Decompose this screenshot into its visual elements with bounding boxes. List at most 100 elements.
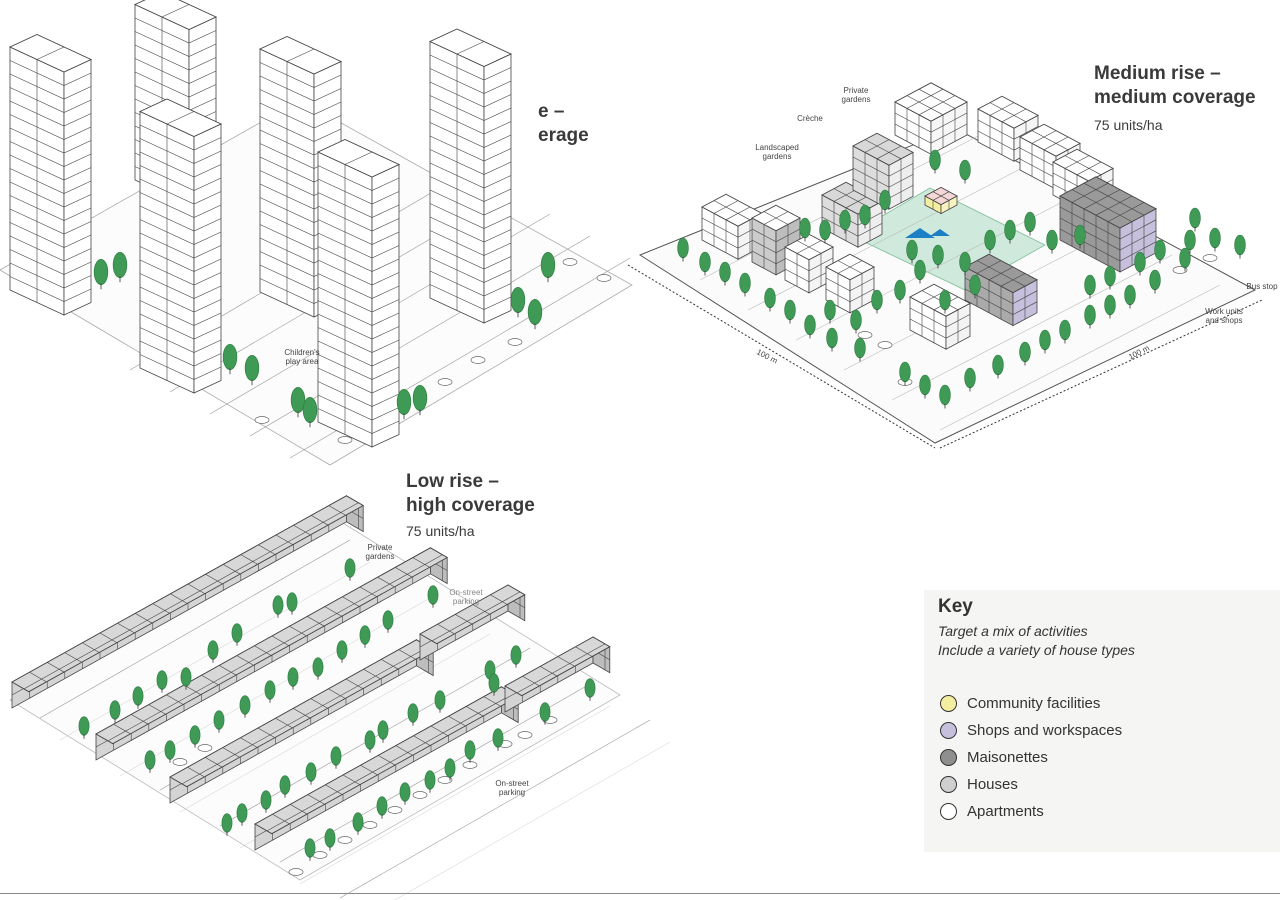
- roof-line: [796, 240, 822, 254]
- low-private-gardens-label: Private gardens: [365, 543, 395, 561]
- key-panel: Key Target a mix of activities Include a…: [924, 590, 1280, 852]
- floor-line: [134, 58, 217, 84]
- tree-icon: [1046, 229, 1058, 251]
- floor-line: [317, 367, 400, 394]
- roof-line: [1095, 195, 1133, 216]
- tree-icon: [382, 610, 394, 630]
- tree-icon: [312, 657, 324, 677]
- floor-line: [134, 17, 217, 44]
- key-item-community: Community facilities: [940, 692, 1100, 714]
- tree-icon: [1104, 265, 1116, 287]
- floor-line: [134, 71, 217, 98]
- tree-icon: [376, 796, 388, 816]
- on-street-parking-label-1: On-street parking: [449, 588, 483, 606]
- floor-line: [429, 230, 512, 256]
- tree-icon: [1234, 234, 1246, 256]
- medium-rise-subtitle: medium coverage: [1094, 87, 1256, 108]
- tree-icon: [207, 640, 219, 660]
- parked-car-icon: [387, 806, 403, 814]
- building-roof: [133, 0, 218, 30]
- tree-icon: [352, 812, 364, 832]
- roof-line: [360, 764, 378, 776]
- floor-line: [751, 228, 801, 243]
- tree-icon: [1124, 284, 1136, 306]
- tree-icon: [434, 690, 446, 710]
- roof-line: [131, 714, 149, 725]
- key-title: Key: [938, 596, 973, 617]
- tree-icon: [396, 389, 412, 415]
- low-rise-subtitle: high coverage: [406, 495, 535, 516]
- floor-line: [259, 116, 342, 142]
- roof-line: [201, 674, 219, 686]
- tree-icon: [112, 252, 128, 278]
- roof-line: [490, 594, 508, 605]
- floor-line: [429, 81, 512, 108]
- tree-icon: [1039, 329, 1051, 351]
- medium-rise-density: 75 units/ha: [1094, 117, 1163, 133]
- floor-line: [429, 162, 512, 189]
- roof-line: [219, 665, 237, 676]
- tree-icon: [78, 716, 90, 736]
- floor-line: [317, 219, 400, 245]
- roof-line: [344, 151, 373, 165]
- on-street-parking-label-2: On-street parking: [495, 779, 529, 797]
- floor-line: [139, 151, 222, 178]
- floor-line: [9, 168, 92, 194]
- key-item-label: Maisonettes: [967, 748, 1048, 766]
- roof-line: [183, 684, 201, 695]
- roof-line: [289, 625, 307, 637]
- parked-car-icon: [254, 416, 270, 424]
- tree-icon: [359, 625, 371, 645]
- roof-line: [324, 606, 342, 617]
- key-item-label: Houses: [967, 775, 1018, 793]
- tree-icon: [324, 828, 336, 848]
- roof-line: [293, 708, 311, 719]
- tree-icon: [264, 680, 276, 700]
- tree-icon: [492, 728, 504, 748]
- roof-line: [187, 583, 205, 594]
- roof-line: [166, 111, 195, 125]
- roof-line: [833, 188, 871, 209]
- roof-line: [275, 534, 293, 545]
- roof-line: [148, 704, 166, 715]
- roof-line: [342, 774, 360, 785]
- tree-icon: [279, 775, 291, 795]
- creche-building: [924, 186, 958, 215]
- page-bottom-rule: [0, 893, 1280, 894]
- terraced-houses-row: [11, 495, 365, 709]
- tree-icon: [1084, 274, 1096, 296]
- roof-line: [522, 675, 540, 687]
- roof-line: [378, 755, 396, 766]
- floor-line: [139, 300, 222, 326]
- floor-line: [317, 327, 400, 353]
- roof-line: [107, 554, 443, 742]
- tower-block: [8, 34, 93, 316]
- tree-icon: [1189, 207, 1201, 229]
- floor-line: [429, 68, 512, 94]
- parked-car-icon: [288, 868, 304, 876]
- tree-icon: [879, 189, 891, 211]
- tree-icon: [859, 204, 871, 226]
- floor-line: [9, 222, 92, 248]
- key-item-label: Apartments: [967, 802, 1044, 820]
- roof-line: [205, 757, 223, 768]
- street-line: [747, 164, 1029, 311]
- roof-line: [223, 564, 241, 575]
- building-roof: [11, 495, 365, 693]
- floor-line: [139, 246, 222, 272]
- tree-icon: [804, 314, 816, 336]
- pavement-line: [299, 705, 611, 885]
- roof-line: [345, 678, 363, 689]
- key-item-apartments: Apartments: [940, 800, 1044, 822]
- maisonette-block: [1059, 176, 1157, 273]
- roof-line: [1064, 155, 1102, 176]
- roof-line: [275, 717, 293, 729]
- tower-block: [428, 28, 513, 324]
- tree-icon: [784, 299, 796, 321]
- roof-line: [906, 95, 944, 116]
- roof-line: [976, 260, 1026, 287]
- pavement-line: [394, 741, 671, 900]
- parked-car-icon: [362, 821, 378, 829]
- roof-line: [257, 727, 275, 738]
- roof-line: [117, 622, 135, 634]
